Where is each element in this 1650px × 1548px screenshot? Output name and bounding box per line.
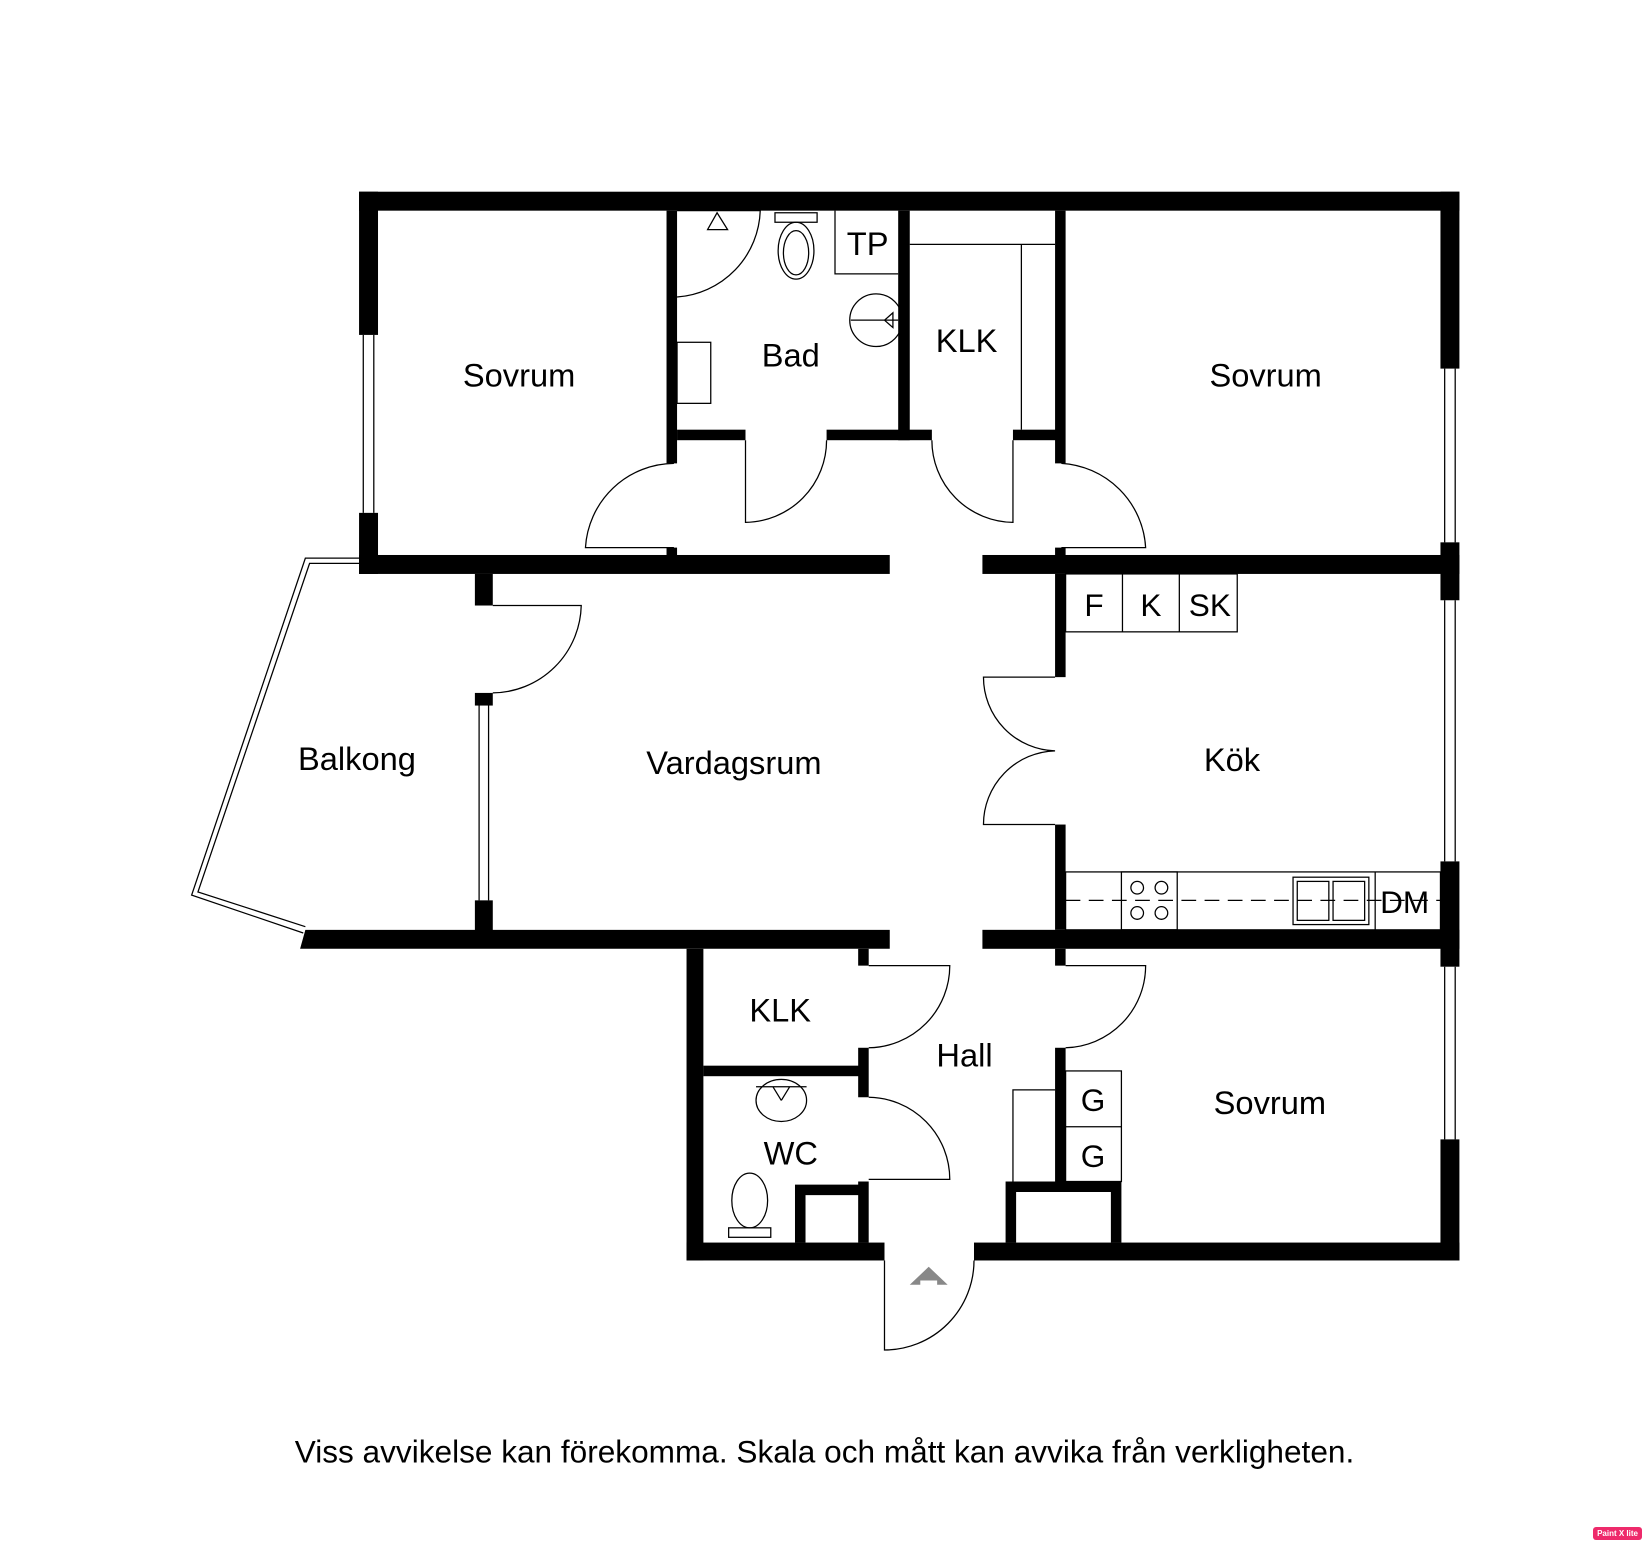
- label-sovrum-3: Sovrum: [1214, 1084, 1326, 1121]
- label-klk-1: KLK: [936, 322, 998, 359]
- label-k: K: [1140, 587, 1161, 623]
- stove-icon: [1120, 871, 1178, 931]
- label-f: F: [1084, 587, 1103, 623]
- label-kok: Kök: [1204, 741, 1261, 778]
- label-hall: Hall: [936, 1037, 992, 1074]
- label-sovrum-1: Sovrum: [463, 357, 575, 394]
- label-vardagsrum: Vardagsrum: [646, 744, 821, 781]
- sink-icon: [849, 293, 904, 348]
- balcony-outline: [190, 557, 360, 934]
- label-wc: WC: [764, 1135, 818, 1172]
- label-sovrum-2: Sovrum: [1209, 357, 1321, 394]
- kitchen-sink-icon: [1292, 876, 1370, 926]
- windows: [362, 334, 1456, 1140]
- label-g-1: G: [1081, 1082, 1106, 1118]
- fixtures: [676, 210, 1442, 1285]
- watermark-logo: Paint X lite: [1593, 1527, 1642, 1540]
- appliance-row: [1064, 573, 1238, 633]
- label-sk: SK: [1189, 587, 1231, 623]
- shower-icon: [706, 211, 729, 231]
- room-labels: Sovrum Bad TP KLK Sovrum Balkong Vardags…: [298, 225, 1429, 1174]
- doors: [492, 440, 1147, 1351]
- toilet-tank: [774, 212, 818, 223]
- wc-toilet-icon: [731, 1172, 769, 1229]
- walls: [300, 191, 1460, 1261]
- label-klk-2: KLK: [749, 991, 811, 1028]
- label-balkong: Balkong: [298, 740, 416, 777]
- shower-curtain: [677, 210, 761, 298]
- label-tp: TP: [847, 225, 889, 262]
- wc-sink-icon: [755, 1078, 808, 1123]
- entrance-arrow-icon: [909, 1266, 948, 1285]
- label-bad: Bad: [762, 337, 820, 374]
- disclaimer: Viss avvikelse kan förekomma. Skala och …: [295, 1434, 1355, 1470]
- label-g-2: G: [1081, 1138, 1106, 1174]
- closet-shelf: [909, 243, 1056, 430]
- label-dm: DM: [1380, 884, 1429, 920]
- toilet-icon: [777, 221, 815, 280]
- washing-machine: [676, 341, 712, 404]
